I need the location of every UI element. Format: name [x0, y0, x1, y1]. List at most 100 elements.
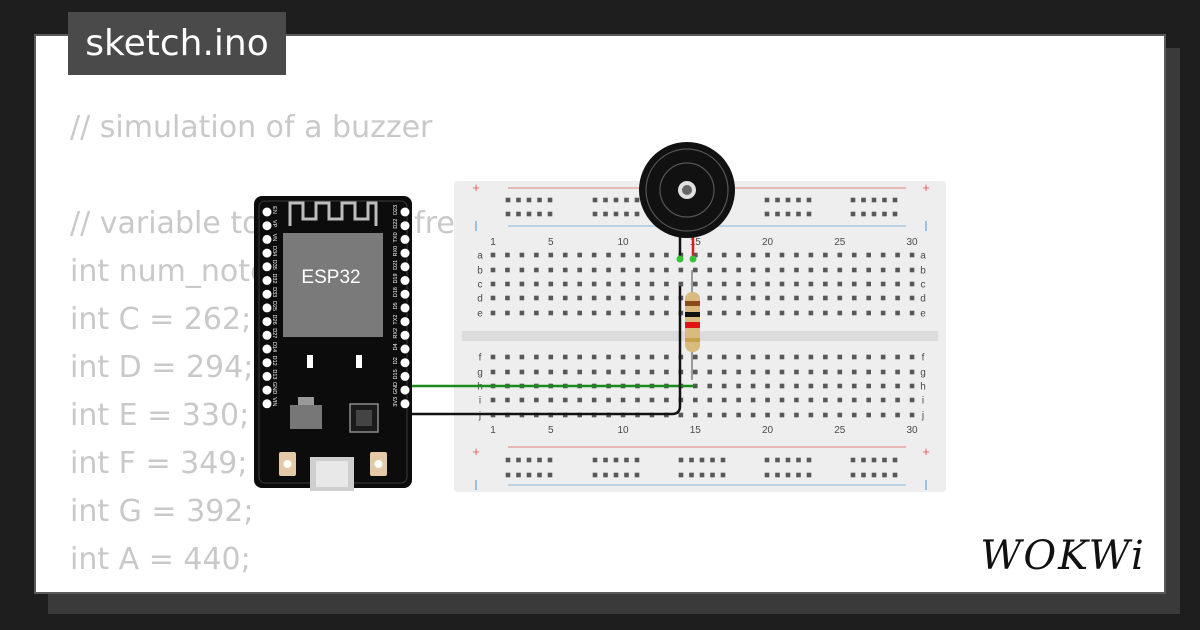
breadboard-hole[interactable]	[649, 369, 655, 375]
breadboard-hole[interactable]	[750, 383, 756, 389]
breadboard-hole[interactable]	[794, 281, 799, 287]
breadboard-hole[interactable]	[736, 310, 741, 316]
breadboard-hole[interactable]	[577, 310, 582, 316]
breadboard-hole[interactable]	[678, 267, 684, 273]
code-line[interactable]: int C = 262;	[70, 302, 252, 337]
breadboard-hole[interactable]	[707, 295, 713, 301]
breadboard-hole[interactable]	[837, 267, 843, 273]
breadboard-hole[interactable]	[678, 412, 684, 418]
breadboard-hole[interactable]	[577, 267, 582, 273]
breadboard-hole[interactable]	[534, 369, 539, 375]
breadboard-hole[interactable]	[548, 397, 554, 403]
breadboard-hole[interactable]	[721, 310, 727, 316]
breadboard-hole[interactable]	[635, 397, 640, 403]
breadboard-hole[interactable]	[548, 369, 554, 375]
breadboard-hole[interactable]	[562, 295, 568, 301]
breadboard-hole[interactable]	[861, 197, 866, 203]
breadboard-hole[interactable]	[664, 295, 669, 301]
breadboard-hole[interactable]	[693, 383, 698, 389]
breadboard-hole[interactable]	[635, 310, 640, 316]
breadboard-hole[interactable]	[909, 252, 915, 258]
breadboard-hole[interactable]	[577, 295, 582, 301]
breadboard-hole[interactable]	[505, 354, 510, 360]
breadboard-hole[interactable]	[603, 197, 608, 203]
breadboard-hole[interactable]	[620, 252, 626, 258]
breadboard-hole[interactable]	[808, 252, 814, 258]
breadboard-hole[interactable]	[678, 472, 684, 478]
breadboard-hole[interactable]	[664, 267, 669, 273]
breadboard-hole[interactable]	[851, 383, 857, 389]
breadboard-hole[interactable]	[880, 383, 886, 389]
breadboard-hole[interactable]	[620, 397, 626, 403]
breadboard-hole[interactable]	[736, 397, 741, 403]
breadboard-hole[interactable]	[649, 354, 655, 360]
esp32-pin[interactable]	[400, 207, 410, 217]
breadboard-hole[interactable]	[909, 397, 915, 403]
breadboard-hole[interactable]	[707, 252, 713, 258]
breadboard-hole[interactable]	[592, 211, 598, 217]
breadboard-hole[interactable]	[562, 252, 568, 258]
breadboard-hole[interactable]	[808, 397, 814, 403]
breadboard-hole[interactable]	[794, 310, 799, 316]
breadboard-hole[interactable]	[678, 457, 684, 463]
breadboard-hole[interactable]	[823, 267, 828, 273]
breadboard-hole[interactable]	[562, 369, 568, 375]
breadboard-hole[interactable]	[591, 397, 597, 403]
breadboard-hole[interactable]	[490, 252, 496, 258]
breadboard-hole[interactable]	[750, 369, 756, 375]
breadboard-hole[interactable]	[547, 211, 553, 217]
breadboard-hole[interactable]	[624, 211, 629, 217]
breadboard-hole[interactable]	[547, 472, 553, 478]
breadboard-hole[interactable]	[634, 197, 640, 203]
esp32-pin[interactable]	[400, 330, 410, 340]
breadboard-hole[interactable]	[837, 383, 843, 389]
breadboard-hole[interactable]	[823, 252, 828, 258]
breadboard-hole[interactable]	[871, 457, 877, 463]
esp32-pin[interactable]	[400, 399, 410, 409]
breadboard-hole[interactable]	[534, 354, 539, 360]
breadboard-hole[interactable]	[624, 457, 629, 463]
breadboard-hole[interactable]	[707, 310, 713, 316]
breadboard-hole[interactable]	[505, 369, 510, 375]
breadboard-hole[interactable]	[519, 295, 525, 301]
esp32-pin[interactable]	[262, 371, 272, 381]
breadboard-hole[interactable]	[707, 267, 713, 273]
breadboard-hole[interactable]	[850, 472, 856, 478]
esp32-pin[interactable]	[262, 262, 272, 272]
breadboard-hole[interactable]	[505, 197, 511, 203]
breadboard-hole[interactable]	[866, 295, 871, 301]
breadboard-hole[interactable]	[779, 267, 785, 273]
breadboard-hole[interactable]	[516, 457, 521, 463]
breadboard-hole[interactable]	[909, 383, 915, 389]
breadboard-hole[interactable]	[779, 281, 785, 287]
breadboard-hole[interactable]	[562, 397, 568, 403]
breadboard-hole[interactable]	[837, 310, 843, 316]
breadboard-hole[interactable]	[721, 252, 727, 258]
breadboard-hole[interactable]	[806, 457, 812, 463]
breadboard-hole[interactable]	[861, 472, 866, 478]
breadboard-hole[interactable]	[534, 267, 539, 273]
esp32-pin[interactable]	[400, 358, 410, 368]
breadboard-hole[interactable]	[851, 295, 857, 301]
breadboard-hole[interactable]	[785, 211, 791, 217]
breadboard-hole[interactable]	[750, 252, 756, 258]
breadboard-hole[interactable]	[823, 412, 828, 418]
breadboard-hole[interactable]	[750, 310, 756, 316]
breadboard-hole[interactable]	[851, 397, 857, 403]
breadboard-hole[interactable]	[591, 310, 597, 316]
breadboard-hole[interactable]	[606, 295, 611, 301]
breadboard-hole[interactable]	[796, 197, 801, 203]
breadboard-hole[interactable]	[882, 457, 887, 463]
breadboard-hole[interactable]	[806, 211, 812, 217]
breadboard-hole[interactable]	[591, 354, 597, 360]
breadboard-hole[interactable]	[635, 295, 640, 301]
breadboard-hole[interactable]	[796, 211, 801, 217]
esp32-pin[interactable]	[400, 262, 410, 272]
breadboard-hole[interactable]	[664, 310, 669, 316]
breadboard-hole[interactable]	[765, 310, 770, 316]
breadboard-hole[interactable]	[866, 369, 871, 375]
breadboard-hole[interactable]	[892, 197, 898, 203]
breadboard-hole[interactable]	[547, 197, 553, 203]
breadboard-hole[interactable]	[707, 397, 713, 403]
